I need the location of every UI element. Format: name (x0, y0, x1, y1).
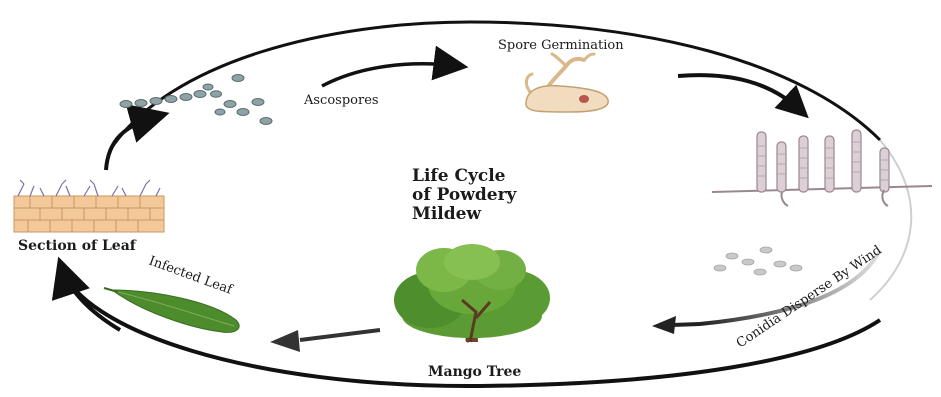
leaf-section-illustration (14, 180, 164, 232)
arrow-ascospores-to-germination (322, 64, 458, 86)
arrow-tree-to-leaf (300, 330, 380, 340)
title-line-2: of Powdery (412, 185, 518, 205)
label-infected-leaf: Infected Leaf (147, 254, 236, 298)
spore-germination-illustration (526, 54, 608, 112)
mango-tree-illustration (394, 244, 550, 342)
arrow-leaf-to-ascospores (106, 116, 158, 170)
dispersed-conidia-illustration (714, 247, 802, 275)
cycle-bottom-left-arrow (62, 268, 120, 330)
title-line-1: Life Cycle (412, 166, 506, 186)
label-mango-tree: Mango Tree (428, 364, 521, 380)
label-ascospores: Ascospores (303, 93, 379, 108)
label-spore-germination: Spore Germination (498, 38, 624, 53)
cycle-right-fade-arc (870, 140, 911, 300)
label-conidia-disperse: Conidia Disperse By Wind (734, 243, 885, 351)
title-line-3: Mildew (412, 204, 481, 224)
ascospores-illustration (120, 75, 272, 125)
label-section-of-leaf: Section of Leaf (18, 238, 137, 254)
arrow-tree-to-leaf-head (270, 330, 300, 352)
arrow-germination-to-conidia (678, 75, 800, 110)
arrow-conidia-shaft-end (672, 324, 700, 325)
